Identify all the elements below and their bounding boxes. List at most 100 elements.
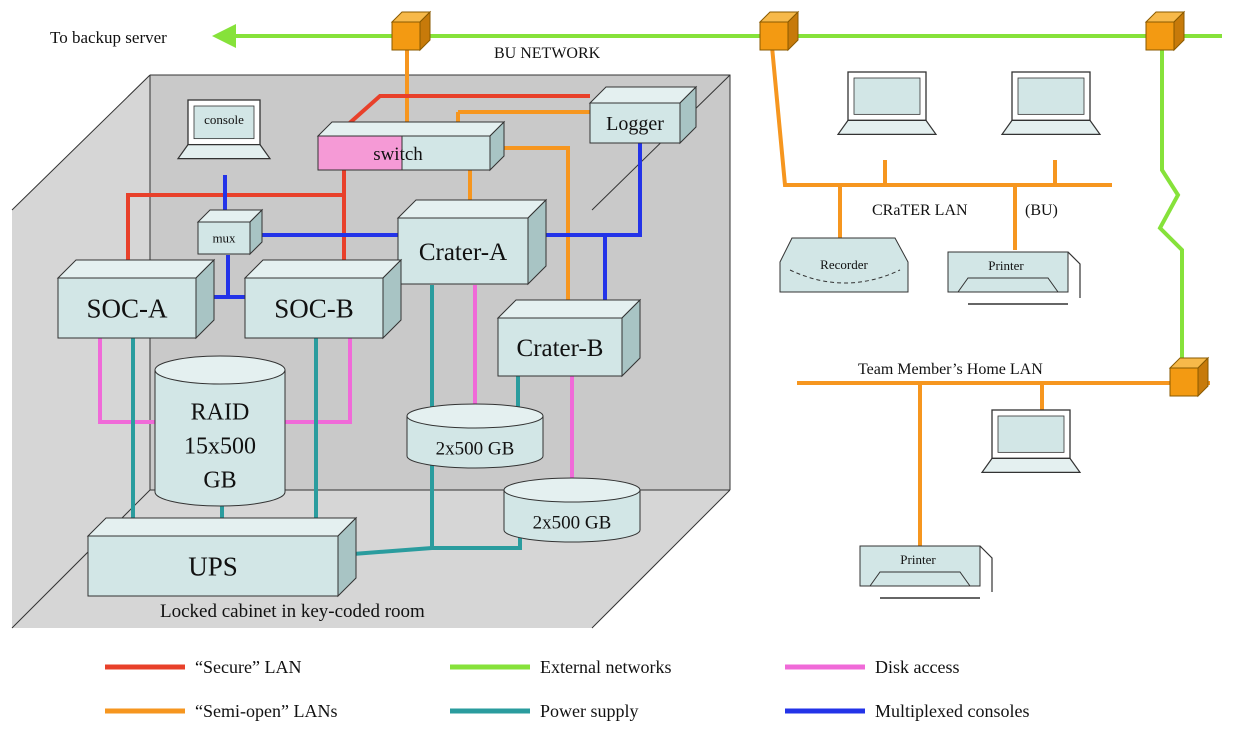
disk-2-body: [503, 489, 641, 543]
console-laptop-keyboard: [176, 144, 272, 160]
ups-device: UPS: [86, 516, 358, 598]
legend: “Secure” LAN External networks Disk access…: [105, 657, 1029, 721]
switch-top: [316, 121, 506, 137]
hub-bu-2: [758, 10, 800, 52]
crater-printer: Printer: [947, 251, 1081, 305]
raid-array-body: [154, 369, 286, 507]
ups-device-label: UPS: [188, 551, 238, 581]
cabinet-label: Locked cabinet in key-coded room: [160, 601, 425, 622]
crater-laptop-2: [1000, 71, 1102, 135]
home-printer: Printer: [859, 545, 993, 599]
raid-array-label-2: GB: [203, 467, 236, 493]
disk-1-body: [406, 415, 544, 469]
legend-label-disk: Disk access: [875, 657, 959, 677]
switch-device: switch: [316, 120, 506, 172]
soc-b-device-face: [244, 277, 384, 339]
crater-lan-line: [769, 35, 1112, 187]
console-laptop: console: [176, 99, 272, 160]
crater-a-device: Crater-A: [396, 198, 548, 286]
secure-switch-to-soc-a: [126, 170, 346, 262]
network-hubs: [390, 10, 1210, 398]
bu-label: (BU): [1025, 202, 1058, 219]
home-lan-label: Team Member’s Home LAN: [858, 361, 1043, 378]
semi-switch-to-crater-b: [495, 146, 570, 320]
raid-array-top: [154, 355, 286, 385]
external-zigzag-line: [1157, 36, 1184, 380]
logger-device-face: [589, 102, 681, 144]
crater-laptop-2-keyboard: [1000, 119, 1102, 135]
legend-label-external: External networks: [540, 657, 671, 677]
disk-soc-a-to-raid: [98, 338, 158, 424]
crater-laptop-1-screen: [853, 77, 921, 115]
legend-label-power: Power supply: [540, 701, 639, 721]
crater-printer-body: [947, 251, 1069, 293]
console-laptop-label: console: [204, 112, 244, 127]
disk-1: 2x500 GB: [406, 403, 544, 469]
ups-device-face: [87, 535, 339, 597]
legend-label-secure_lan: “Secure” LAN: [195, 657, 301, 677]
switch-secure-face: [317, 135, 403, 171]
crater-b-device-label: Crater-B: [517, 335, 604, 362]
home-printer-body: [859, 545, 981, 587]
recorder-device: Recorder: [779, 237, 909, 293]
secure-switch-to-logger: [342, 94, 590, 130]
soc-a-device-label: SOC-A: [86, 293, 168, 323]
crater-laptop-2-screen: [1017, 77, 1085, 115]
home-laptop: [980, 409, 1082, 473]
disk-soc-b-to-raid: [284, 338, 352, 424]
crater-printer-label: Printer: [988, 258, 1024, 273]
crater-a-device-label: Crater-A: [419, 239, 507, 266]
mux-device-face: [197, 221, 251, 255]
cabinet-edge-c: [591, 489, 731, 629]
logger-device: Logger: [588, 85, 698, 145]
raid-array-label-1: 15x500: [184, 433, 256, 459]
home-printer-tray: [869, 571, 971, 587]
legend-label-semi_open: “Semi-open” LANs: [195, 701, 337, 721]
soc-a-device: SOC-A: [56, 258, 216, 340]
disk-2: 2x500 GB: [503, 477, 641, 543]
crater-laptop-1: [836, 71, 938, 135]
mux-device: mux: [196, 208, 264, 256]
disk-1-top: [406, 403, 544, 429]
crater-a-device-top: [396, 199, 548, 219]
home-printer-label: Printer: [900, 552, 936, 567]
hub-bu-1-face: [391, 21, 421, 51]
recorder-tray: [789, 269, 901, 284]
hub-bu-3-face: [1145, 21, 1175, 51]
hub-bu-2-face: [759, 21, 789, 51]
logger-device-label: Logger: [606, 113, 664, 135]
soc-b-device: SOC-B: [243, 258, 403, 340]
soc-a-device-face: [57, 277, 197, 339]
crater-a-to-logger: [540, 140, 642, 237]
cabinet-left-wall: [12, 75, 150, 628]
home-laptop-screen: [997, 415, 1065, 453]
hub-home: [1168, 356, 1210, 398]
crater-printer-tray: [957, 277, 1059, 293]
hub-home-face: [1169, 367, 1199, 397]
semi-open-lan-lines: [405, 35, 1210, 560]
legend-label-console: Multiplexed consoles: [875, 701, 1029, 721]
mux-device-label: mux: [212, 231, 236, 246]
bu-network-label: BU NETWORK: [494, 45, 601, 62]
console-laptop-screen: [193, 105, 255, 140]
disk-2-label-0: 2x500 GB: [533, 513, 612, 534]
hub-bu-3: [1144, 10, 1186, 52]
crater-laptop-1-keyboard: [836, 119, 938, 135]
crater-b-device: Crater-B: [496, 298, 642, 378]
switch-label: switch: [373, 144, 423, 165]
disk-access-lines: [98, 285, 574, 492]
crater-printer-side-edge: [1067, 251, 1081, 298]
raid-array-label-0: RAID: [191, 399, 250, 425]
disk-2-top: [503, 477, 641, 503]
hub-bu-1: [390, 10, 432, 52]
logger-device-top: [588, 86, 698, 104]
backup-arrow-icon: [212, 24, 236, 48]
crater-a-device-face: [397, 217, 529, 285]
secure-lan-lines: [126, 94, 590, 268]
cabinet-edge-f: [11, 489, 151, 629]
